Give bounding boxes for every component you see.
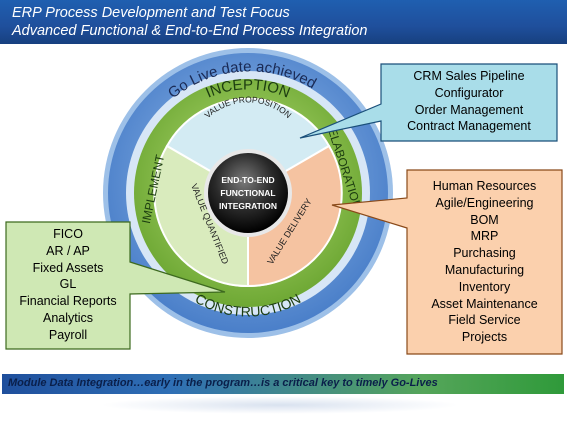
crm-item: CRM Sales Pipeline — [413, 69, 525, 83]
finance-item: AR / AP — [46, 243, 90, 258]
footer-reflection — [100, 396, 460, 414]
footer-banner: Module Data Integration…early in the pro… — [2, 374, 564, 394]
finance-item: GL — [59, 277, 77, 292]
title-line-2: Advanced Functional & End-to-End Process… — [12, 23, 368, 39]
crm-item: Order Management — [414, 102, 524, 117]
crm-item: Contract Management — [407, 119, 531, 134]
delivery-item: Manufacturing — [444, 262, 525, 277]
finance-callout-box — [5, 221, 226, 350]
center-hub — [208, 153, 288, 233]
delivery-item: Asset Maintenance — [431, 296, 538, 311]
center-line-1: END-TO-END — [221, 175, 274, 185]
finance-callout: FICO AR / AP Fixed Assets GL Financial R… — [6, 226, 130, 344]
crm-callout: CRM Sales Pipeline Configurator Order Ma… — [381, 68, 557, 135]
delivery-item: Purchasing — [453, 246, 516, 261]
delivery-item: BOM — [470, 212, 499, 227]
delivery-item: Projects — [461, 330, 508, 345]
center-line-2: FUNCTIONAL — [220, 188, 275, 198]
finance-item: FICO — [53, 227, 83, 241]
footer-text: Module Data Integration…early in the pro… — [8, 377, 438, 389]
delivery-callout: Human Resources Agile/Engineering BOM MR… — [407, 178, 562, 346]
delivery-callout-box — [331, 169, 563, 355]
finance-item: Analytics — [42, 310, 94, 325]
delivery-item: Field Service — [448, 313, 521, 328]
finance-item: Fixed Assets — [32, 260, 104, 275]
delivery-item: MRP — [470, 229, 499, 244]
crm-callout-box — [299, 63, 558, 142]
delivery-item: Human Resources — [432, 179, 537, 193]
finance-item: Financial Reports — [19, 294, 117, 309]
center-line-3: INTEGRATION — [219, 201, 277, 211]
crm-item: Configurator — [434, 85, 504, 100]
title-banner: ERP Process Development and Test Focus A… — [0, 0, 567, 44]
finance-item: Payroll — [48, 327, 88, 342]
delivery-item: Agile/Engineering — [435, 195, 534, 210]
title-line-1: ERP Process Development and Test Focus — [12, 5, 290, 21]
delivery-item: Inventory — [458, 279, 511, 294]
